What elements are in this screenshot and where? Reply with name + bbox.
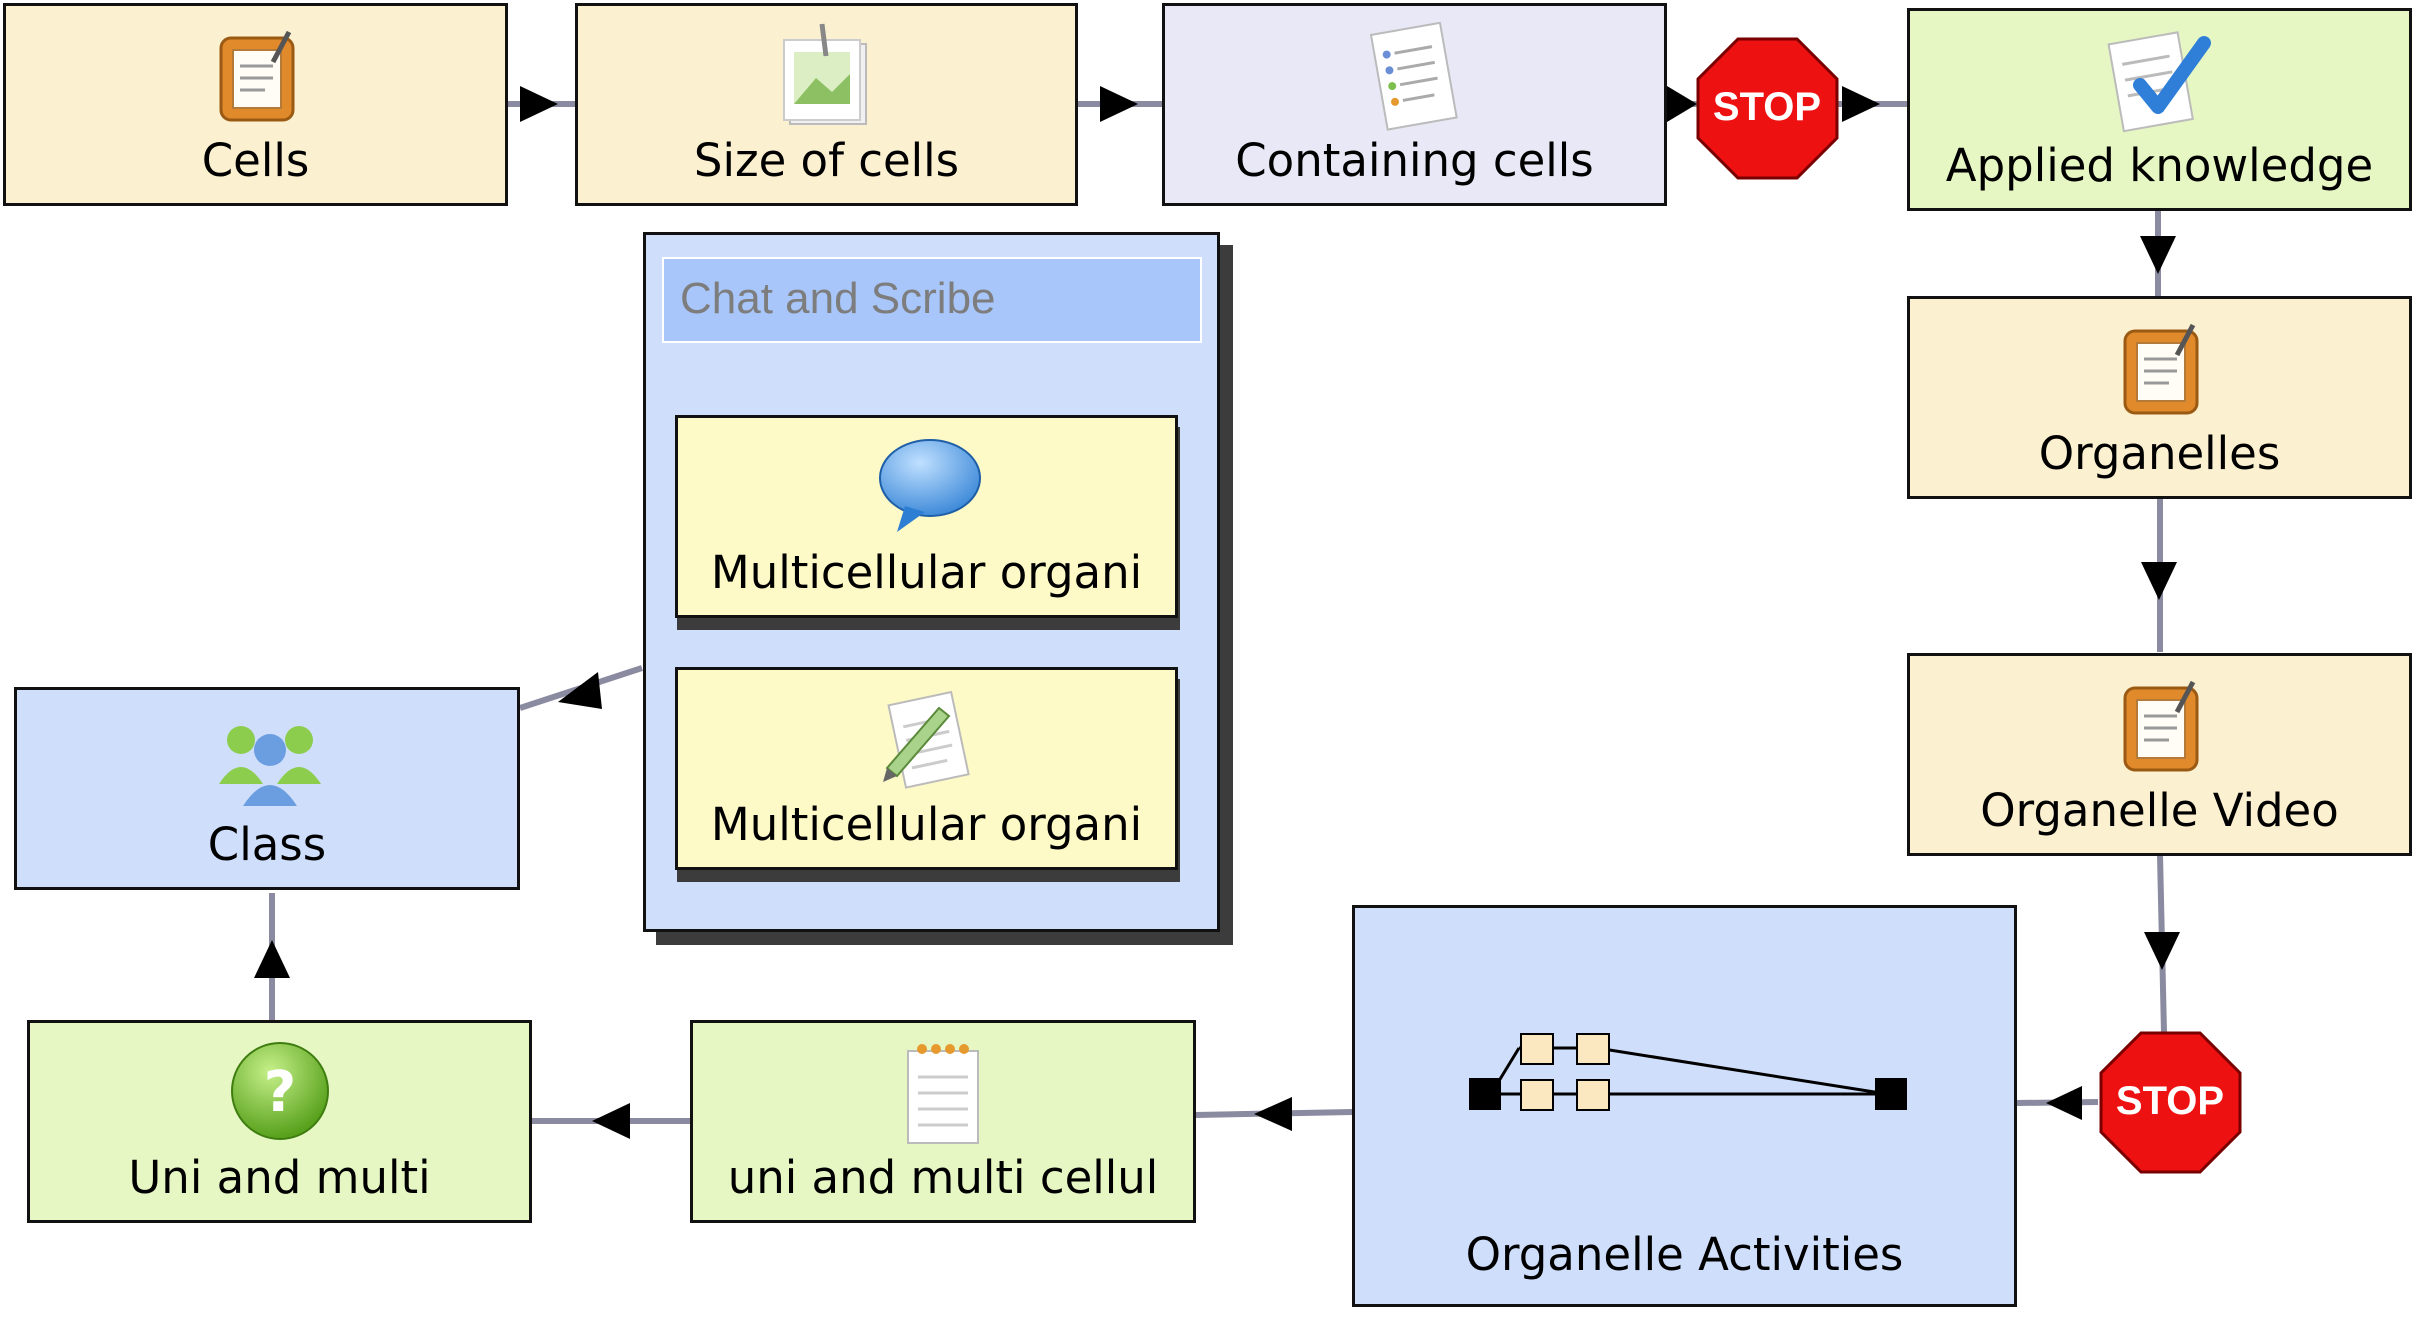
group-item-scribe-label: Multicellular organi [710, 798, 1143, 851]
arrowhead [2144, 932, 2180, 970]
clipboard-icon [219, 30, 295, 122]
node-cells-label: Cells [201, 134, 310, 187]
node-size-of-cells-label: Size of cells [693, 134, 960, 187]
svg-text:?: ? [264, 1060, 296, 1125]
node-applied-knowledge[interactable]: Applied knowledge [1907, 8, 2412, 211]
node-organelles[interactable]: Organelles [1907, 296, 2412, 499]
group-item-scribe[interactable]: Multicellular organi [675, 667, 1178, 870]
stop-sign-2: STOP [2099, 1031, 2242, 1174]
node-class-label: Class [207, 818, 327, 871]
notepad-icon [907, 1044, 979, 1144]
speech-bubble-icon [879, 439, 981, 532]
branching-diagram-icon [1469, 1033, 1907, 1111]
node-organelle-activities-label: Organelle Activities [1465, 1228, 1904, 1281]
arrowhead [1842, 86, 1880, 122]
stop-sign-1: STOP [1696, 37, 1839, 180]
image-icon [783, 23, 867, 125]
node-uni-and-multi-cellul[interactable]: uni and multi cellul [690, 1020, 1196, 1223]
arrowhead [2141, 562, 2177, 600]
node-organelle-video[interactable]: Organelle Video [1907, 653, 2412, 856]
node-cells[interactable]: Cells [3, 3, 508, 206]
node-organelle-activities[interactable]: Organelle Activities [1352, 905, 2017, 1307]
node-containing-cells-label: Containing cells [1235, 134, 1594, 187]
arrowhead [1254, 1097, 1292, 1131]
arrowhead [558, 672, 602, 709]
group-chat-and-scribe[interactable]: Chat and Scribe Multicellular organi [643, 232, 1220, 932]
group-title: Chat and Scribe [662, 257, 1202, 343]
node-containing-cells[interactable]: Containing cells [1162, 3, 1667, 206]
node-class[interactable]: Class [14, 687, 520, 890]
people-group-icon [219, 726, 321, 806]
node-organelle-video-label: Organelle Video [1980, 784, 2339, 837]
node-uni-and-multi[interactable]: ? Uni and multi [27, 1020, 532, 1223]
node-applied-knowledge-label: Applied knowledge [1945, 139, 2374, 192]
arrowhead [2046, 1086, 2082, 1120]
arrowhead [520, 86, 558, 122]
arrowhead [254, 940, 290, 978]
checkmark-document-icon [2107, 31, 2211, 133]
arrowhead [1667, 86, 1697, 122]
group-item-chat[interactable]: Multicellular organi [675, 415, 1178, 618]
question-icon: ? [231, 1042, 329, 1140]
stop-sign-1-label: STOP [1713, 85, 1821, 129]
clipboard-icon [2123, 680, 2199, 772]
node-size-of-cells[interactable]: Size of cells [575, 3, 1078, 206]
clipboard-icon [2123, 323, 2199, 415]
arrowhead [2140, 236, 2176, 274]
node-uni-and-multi-label: Uni and multi [128, 1151, 431, 1204]
node-organelles-label: Organelles [2038, 427, 2281, 480]
arrowhead [1100, 86, 1138, 122]
stop-sign-2-label: STOP [2116, 1079, 2224, 1123]
node-uni-and-multi-cellul-label: uni and multi cellul [727, 1151, 1159, 1204]
pencil-document-icon [883, 690, 970, 789]
list-document-icon [1369, 22, 1458, 131]
group-item-chat-label: Multicellular organi [710, 546, 1143, 599]
arrowhead [592, 1103, 630, 1139]
